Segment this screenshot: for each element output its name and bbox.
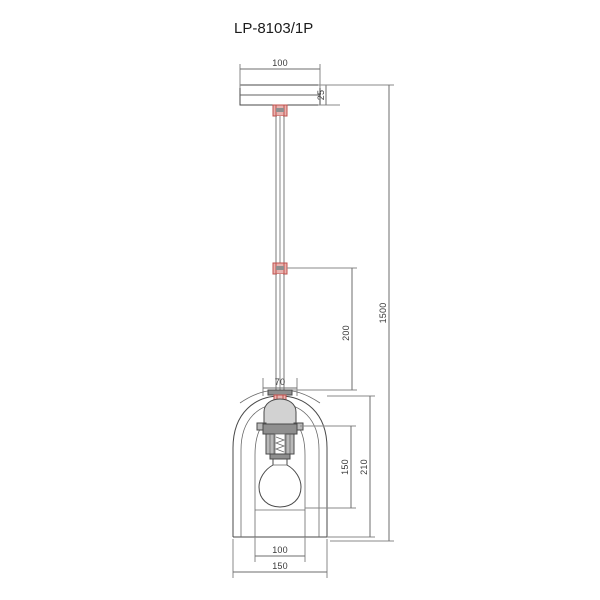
light-bulb (258, 458, 302, 508)
dim-canopy-width: 100 (239, 58, 321, 88)
top-rod-connector (272, 104, 288, 117)
dim-label-shade-inner-height: 150 (340, 459, 350, 475)
dim-shade-width: 150 (232, 539, 328, 578)
dim-label-rod-segment: 200 (341, 325, 351, 341)
lower-suspension-rod (275, 274, 285, 392)
dim-label-shade-top-opening: 70 (275, 377, 285, 387)
dim-label-shade-base-inner: 100 (272, 545, 288, 555)
dim-shade-base-inner: 100 (254, 537, 306, 562)
ceiling-canopy (239, 84, 321, 106)
dim-label-canopy-width: 100 (272, 58, 288, 68)
lamp-socket-assembly (256, 398, 304, 460)
page-title: LP-8103/1P (234, 20, 313, 37)
dim-label-shade-height: 210 (359, 459, 369, 475)
dim-shade-inner-height: 150 (300, 425, 356, 509)
dim-label-total-drop: 1500 (378, 303, 388, 324)
mid-rod-connector (272, 262, 288, 275)
dim-label-shade-width: 150 (272, 561, 288, 571)
dim-shade-height: 210 (327, 395, 375, 538)
dim-rod-segment: 200 (287, 267, 357, 391)
dim-total-drop: 1500 (322, 84, 394, 542)
dim-label-canopy-height: 25 (316, 90, 326, 100)
dim-shade-top-opening: 70 (262, 377, 298, 396)
suspension-rod (275, 116, 285, 265)
